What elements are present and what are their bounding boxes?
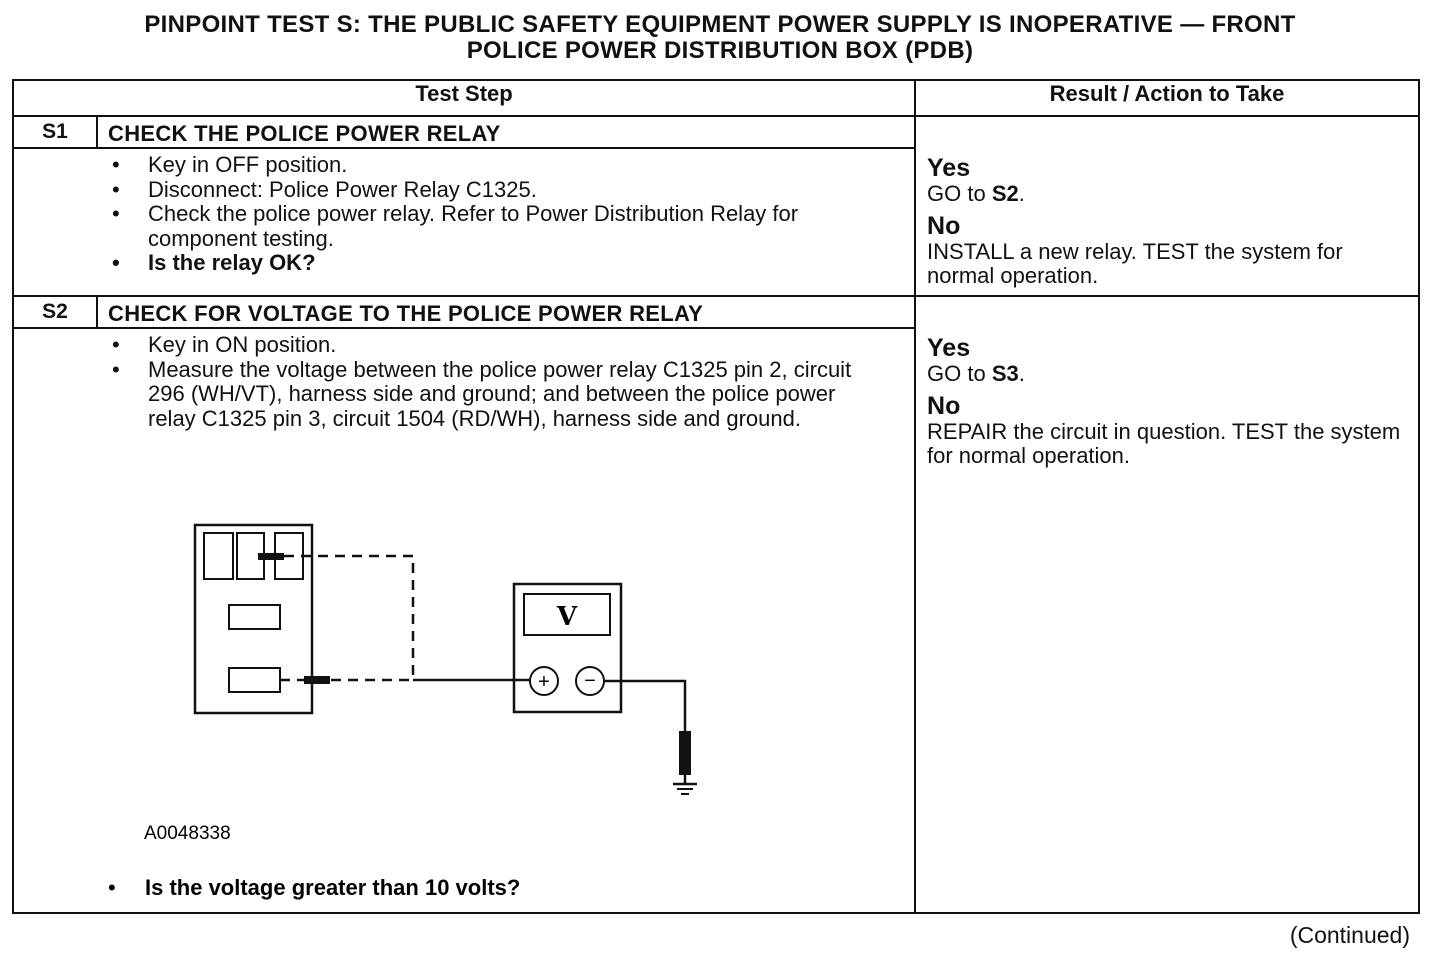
page-title: PINPOINT TEST S: THE PUBLIC SAFETY EQUIP… (0, 12, 1440, 64)
step-s2-items: •Key in ON position. •Measure the voltag… (14, 332, 914, 431)
plus-icon: + (538, 671, 550, 693)
step-s1-heading-row: S1 CHECK THE POLICE POWER RELAY Yes GO t… (12, 115, 1421, 297)
voltage-measurement-diagram: V + − A0048338 • Is the voltage greater … (108, 523, 697, 900)
step-s2-yes-label: Yes (927, 334, 971, 362)
ground-lead-wire (604, 679, 687, 753)
step-s2-heading: CHECK FOR VOLTAGE TO THE POLICE POWER RE… (95, 295, 917, 329)
list-item: •Check the police power relay. Refer to … (112, 201, 799, 251)
figure-id: A0048338 (144, 823, 231, 844)
step-s2-heading-row: S2 CHECK FOR VOLTAGE TO THE POLICE POWER… (12, 295, 1421, 914)
title-line-2: POLICE POWER DISTRIBUTION BOX (PDB) (466, 37, 974, 64)
table-header-row: Test Step Result / Action to Take (11, 79, 1421, 117)
relay-connector-body (193, 523, 314, 715)
step-s2-no-action: REPAIR the circuit in question. TEST the… (927, 418, 1401, 468)
relay-connector-cavity-4 (228, 604, 281, 630)
step-s2-body-row: •Key in ON position. •Measure the voltag… (11, 327, 1419, 914)
step-s2-yes-target: S3 (991, 361, 1019, 386)
step-s1-yes-target: S2 (991, 181, 1019, 206)
probe-tip-pin-3 (304, 676, 330, 684)
step-s1-yes-label: Yes (927, 154, 971, 182)
ground-probe-clip (679, 731, 691, 775)
step-s1-no-label: No (927, 211, 961, 240)
step-s1-body-row: •Key in OFF position. •Disconnect: Polic… (11, 147, 1419, 297)
test-lead-pin-2 (284, 554, 415, 680)
continued-note: (Continued) (1289, 922, 1410, 948)
relay-connector-cavity-1 (203, 532, 234, 580)
step-s1-no-action: INSTALL a new relay. TEST the system for… (927, 238, 1343, 288)
step-s2-body: •Key in ON position. •Measure the voltag… (11, 327, 917, 914)
step-s1-id: S1 (12, 115, 98, 149)
voltmeter-display (523, 593, 611, 636)
relay-connector-cavity-5 (228, 667, 281, 693)
step-s1-body: •Key in OFF position. •Disconnect: Polic… (11, 147, 917, 297)
step-s2-question: Is the voltage greater than 10 volts? (145, 875, 520, 900)
step-s2-yes-action: GO to S3. (927, 361, 1025, 386)
bullet-icon: • (108, 875, 116, 900)
voltmeter-symbol: V (556, 602, 578, 632)
list-item: •Key in ON position. (112, 332, 337, 357)
title-line-1: PINPOINT TEST S: THE PUBLIC SAFETY EQUIP… (144, 11, 1296, 38)
step-s1-question: •Is the relay OK? (112, 250, 316, 275)
pinpoint-test-table: Test Step Result / Action to Take S1 CHE… (11, 79, 1421, 914)
col-header-test-step: Test Step (11, 79, 917, 117)
probe-tip-pin-2 (258, 553, 284, 560)
step-s2-id: S2 (12, 295, 98, 329)
step-s2-no-label: No (927, 391, 961, 420)
list-item: •Disconnect: Police Power Relay C1325. (112, 176, 537, 202)
step-s1-result: Yes GO to S2. No INSTALL a new relay. TE… (914, 115, 1421, 297)
voltmeter-body (512, 582, 623, 714)
list-item: •Measure the voltage between the police … (112, 356, 852, 431)
col-header-result: Result / Action to Take (914, 79, 1421, 117)
step-s1-items: •Key in OFF position. •Disconnect: Polic… (14, 152, 914, 276)
step-s2-result: Yes GO to S3. No REPAIR the circuit in q… (914, 295, 1421, 914)
step-s1-heading: CHECK THE POLICE POWER RELAY (95, 115, 917, 149)
voltmeter-positive-terminal (529, 666, 559, 696)
list-item: •Key in OFF position. (112, 152, 348, 177)
step-s1-yes-action: GO to S2. (927, 181, 1025, 206)
minus-icon: − (584, 670, 596, 692)
